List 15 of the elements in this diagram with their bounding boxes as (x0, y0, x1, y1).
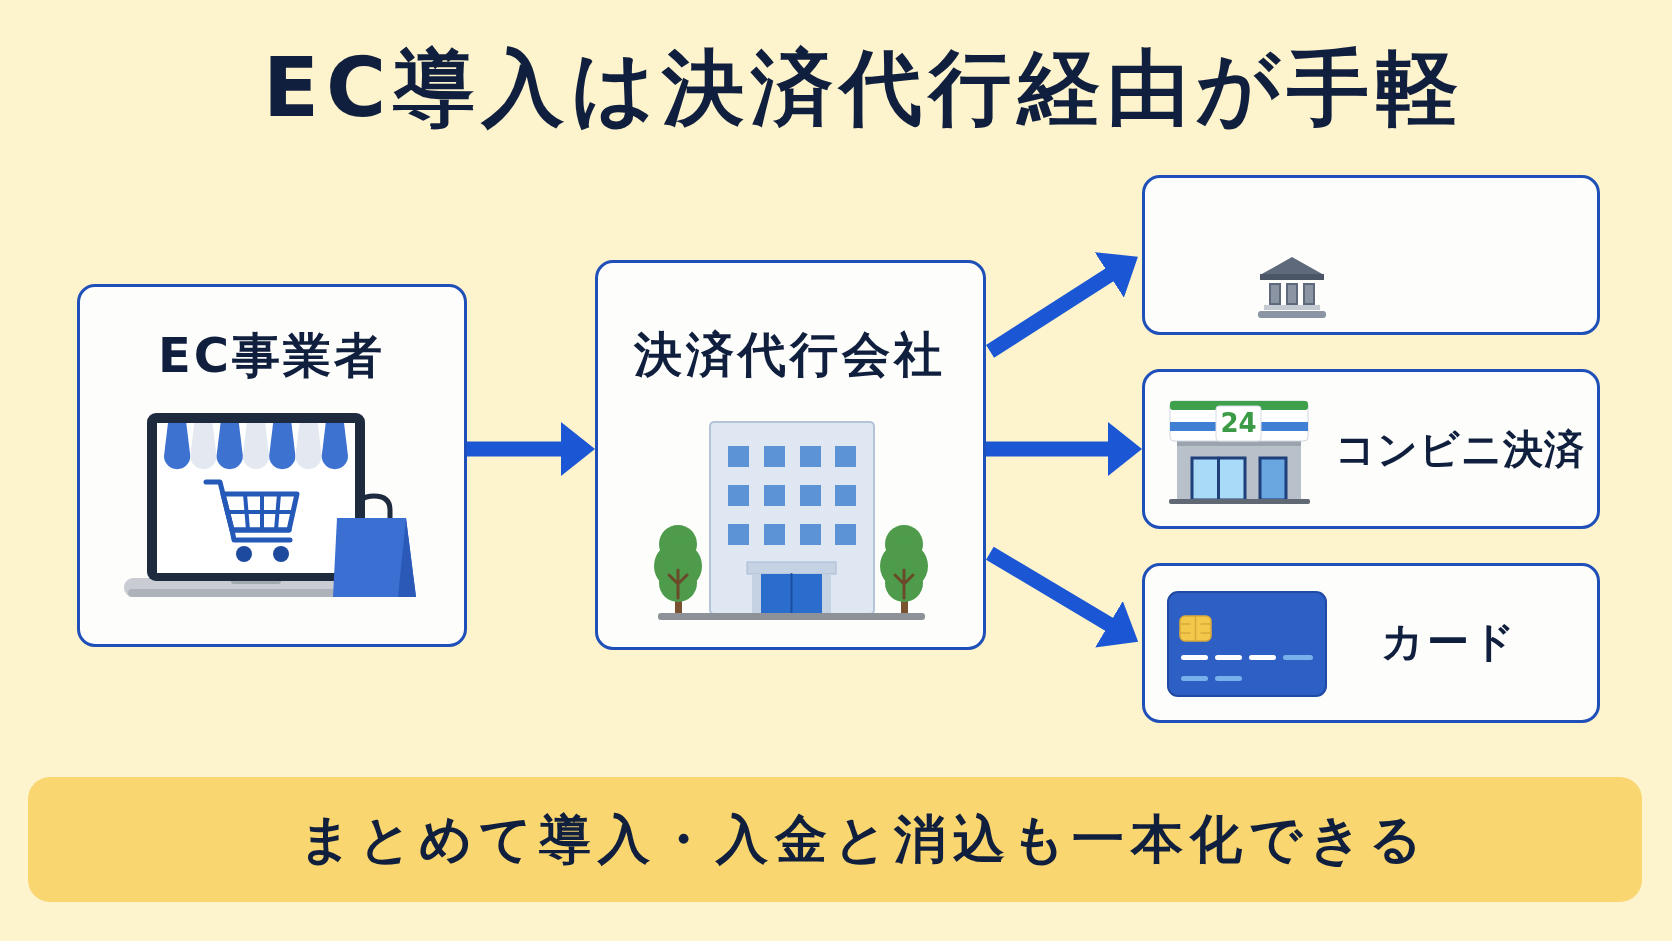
summary-banner (28, 777, 1642, 902)
arrow (986, 422, 1142, 476)
box-label: 決済代行会社 (634, 326, 946, 383)
process-box (77, 284, 467, 647)
process-box (595, 260, 986, 650)
title: EC導入は決済代行経由が手軽 (262, 40, 1466, 136)
store-sign-number: 24 (1220, 410, 1257, 436)
arrow (467, 422, 595, 476)
payment-option-box (1142, 369, 1600, 529)
box-label: コンビニ決済 (1334, 425, 1585, 472)
banner-text: まとめて導入・入金と消込も一本化できる (299, 809, 1429, 870)
payment-option-box (1142, 175, 1600, 335)
payment-option-box (1142, 563, 1600, 723)
box-label: EC事業者 (158, 327, 385, 384)
box-label: カード (1381, 618, 1518, 667)
